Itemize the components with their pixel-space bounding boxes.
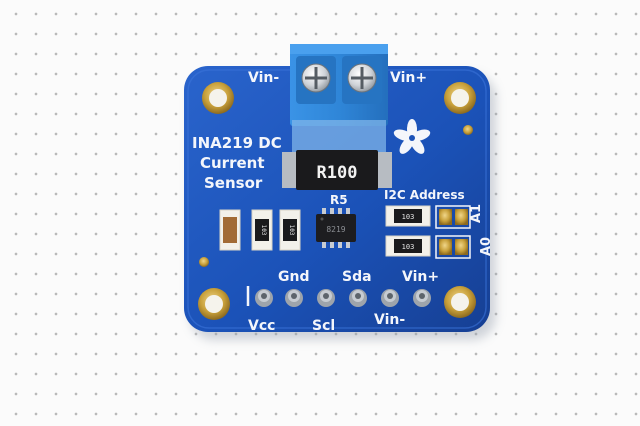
- address-jumper-a0: [435, 235, 471, 259]
- screw-right-icon: [347, 63, 377, 93]
- address-label-a1: A1: [469, 204, 484, 223]
- resistor-designator-label: R5: [330, 193, 348, 207]
- terminal-label-vin-minus: Vin-: [248, 70, 279, 86]
- smd-resistor: 103: [251, 209, 273, 251]
- pin-label-vin-minus: Vin-: [374, 312, 405, 328]
- address-label-a0: A0: [479, 237, 494, 256]
- resistor-code: 103: [260, 225, 267, 236]
- header-pin-sda: [349, 289, 367, 307]
- pin-label-vin-plus: Vin+: [402, 269, 439, 285]
- mounting-hole-top-right: [444, 82, 476, 114]
- screw-left-icon: [301, 63, 331, 93]
- address-jumper-a1: [435, 205, 471, 229]
- header-pin-vin-minus: [381, 289, 399, 307]
- shunt-value-label: R100: [317, 163, 358, 183]
- board-title-line2: Current: [200, 154, 265, 172]
- pin-label-sda: Sda: [342, 269, 372, 285]
- board-title-line1: INA219 DC: [192, 134, 282, 152]
- resistor-code: 103: [288, 225, 295, 236]
- pin-label-vcc: Vcc: [248, 318, 275, 334]
- i2c-address-heading: I2C Address: [384, 188, 465, 202]
- pin-label-scl: Scl: [312, 318, 335, 334]
- header-pin-vcc: [255, 289, 273, 307]
- shunt-resistor: R100: [282, 150, 392, 190]
- smd-resistor: 103: [279, 209, 301, 251]
- flower-logo-icon: [393, 119, 431, 154]
- board-title-line3: Sensor: [204, 174, 263, 192]
- resistor-code: 103: [402, 213, 415, 221]
- terminal-block: [290, 44, 388, 154]
- mounting-hole-top-left: [202, 82, 234, 114]
- terminal-label-vin-plus: Vin+: [390, 70, 427, 86]
- pin-label-gnd: Gnd: [278, 269, 309, 285]
- header-pin-gnd: [285, 289, 303, 307]
- address-resistor-a1: 103: [385, 205, 431, 227]
- header-pin-scl: [317, 289, 335, 307]
- capacitor: [219, 209, 241, 251]
- via: [463, 125, 473, 135]
- resistor-code: 103: [402, 243, 415, 251]
- via: [199, 257, 209, 267]
- header-pin-vin-plus: [413, 289, 431, 307]
- address-resistor-a0: 103: [385, 235, 431, 257]
- mounting-hole-bottom-left: [198, 288, 230, 320]
- mounting-hole-bottom-right: [444, 286, 476, 318]
- ina219-chip: 8219: [316, 208, 356, 248]
- chip-marking: 8219: [326, 225, 345, 234]
